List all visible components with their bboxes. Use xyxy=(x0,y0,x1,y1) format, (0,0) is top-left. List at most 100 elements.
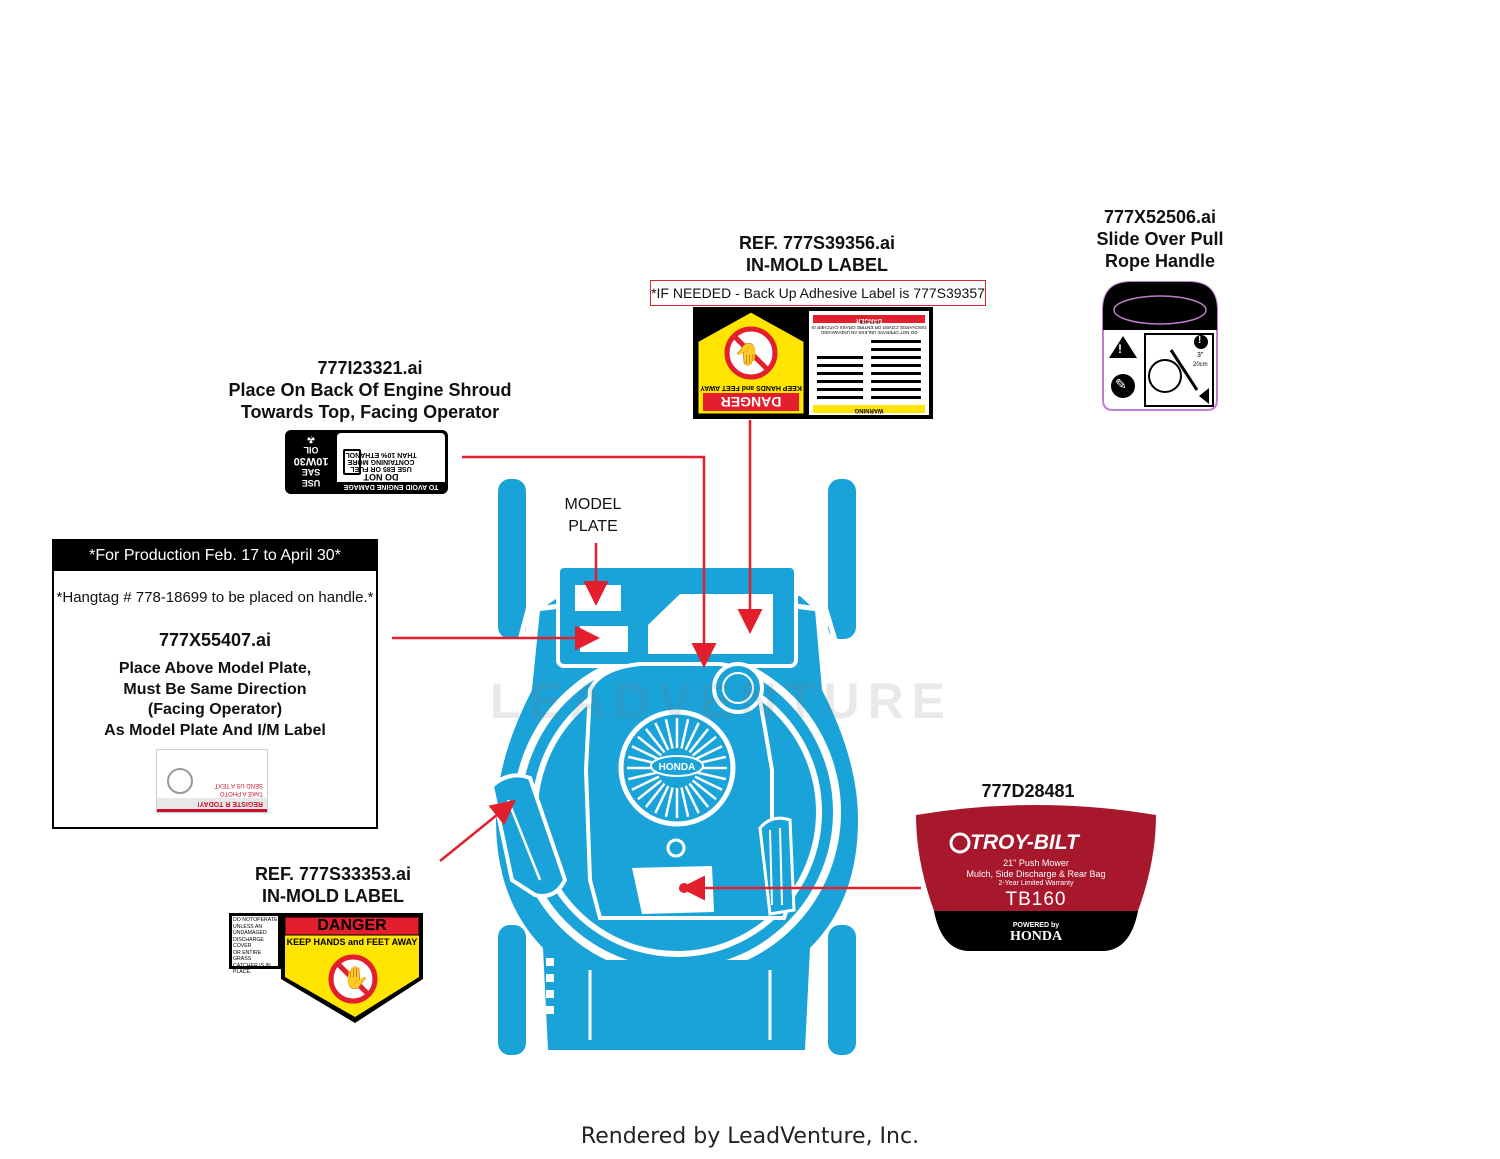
side-text-line: UNLESS AN xyxy=(233,923,263,930)
side-text-line: PLACE. xyxy=(233,969,252,975)
fan-rib xyxy=(684,785,700,814)
fan-rib xyxy=(694,745,723,761)
honda-badge xyxy=(650,755,704,777)
front-left-wheel xyxy=(498,925,526,1055)
shroud-label-line1: Place On Back Of Engine Shroud xyxy=(228,380,512,400)
fan-rib xyxy=(694,775,723,791)
oil-panel: USE SAE 10W30 OIL ☘ xyxy=(289,433,333,488)
backup-label-note: *IF NEEDED - Back Up Adhesive Label is 7… xyxy=(650,280,986,306)
fan-rib xyxy=(637,779,663,801)
manual-reader-icon: ✎ xyxy=(1115,376,1127,392)
troybilt-honda: HONDA xyxy=(1009,929,1063,944)
instruction-line3: (Facing Operator) xyxy=(147,701,283,718)
fuel-right-panel: TO AVOID ENGINE DAMAGE DO NOT USE E85 OR… xyxy=(337,433,445,491)
honda-badge-text: HONDA xyxy=(659,762,696,773)
front-vent-slots xyxy=(546,958,554,1014)
pull-rope-measure-b: 20cm xyxy=(1193,362,1208,368)
danger-bottom-side: DO NOTOPERATE UNLESS AN UNDAMAGED DISCHA… xyxy=(233,917,279,976)
side-text-line: DISCHARGE COVER xyxy=(233,936,264,950)
troybilt-hood-sticker: TROY-BILT 21" Push Mower Mulch, Side Dis… xyxy=(912,801,1160,955)
production-label-code: 777X55407.ai xyxy=(158,630,272,650)
fan-rib xyxy=(654,722,670,751)
fan-rib xyxy=(627,771,658,781)
danger-top-graphic xyxy=(693,307,933,419)
pull-rope-handle-sticker: ! ! ✎ 3" 20cm xyxy=(1101,280,1219,412)
troybilt-powered: POWERED by xyxy=(1012,922,1060,929)
production-instructions: Place Above Model Plate, Must Be Same Di… xyxy=(54,659,376,741)
front-skirt xyxy=(568,960,788,1048)
troybilt-line1: 21" Push Mower xyxy=(1003,858,1069,868)
fan-rib xyxy=(691,735,717,757)
hand-icon: ✋ xyxy=(733,342,761,367)
oil-use: USE xyxy=(301,478,321,488)
inmold-top-kind: IN-MOLD LABEL xyxy=(746,255,888,275)
shroud-label-code: 777I23321.ai xyxy=(317,358,423,378)
danger-top-operate: DO NOT OPERATE UNLESS AN UNDAMAGED DISCH… xyxy=(809,320,929,335)
rear-left-wheel xyxy=(498,479,526,639)
fuel-warning-sticker: TO AVOID ENGINE DAMAGE DO NOT USE E85 OR… xyxy=(285,430,448,494)
side-text-line: OR ENTIRE GRASS xyxy=(233,949,262,963)
arrow-shroud xyxy=(462,455,717,668)
troybilt-brand: TROY-BILT xyxy=(970,831,1079,854)
model-plate-line1: MODEL xyxy=(564,496,622,513)
fan-rib xyxy=(688,728,710,754)
oil-text: OIL xyxy=(303,445,319,455)
footer-credit: Rendered by LeadVenture, Inc. xyxy=(580,1124,920,1149)
fan-rib xyxy=(696,771,727,781)
pull-rope-measure-a: 3" xyxy=(1197,352,1204,359)
engine-fan-ribs xyxy=(627,718,727,818)
model-plate-line2: PLATE xyxy=(568,518,618,535)
mower-illustration: HONDA xyxy=(489,479,858,1055)
pull-rope-line2: Rope Handle xyxy=(1104,251,1215,271)
fan-rib xyxy=(691,779,717,801)
production-header: *For Production Feb. 17 to April 30* xyxy=(54,541,376,571)
danger-bottom-keep: KEEP HANDS and FEET AWAY xyxy=(286,937,418,947)
hangtag-note: *Hangtag # 778-18699 to be placed on han… xyxy=(56,589,374,606)
warning-triangle-icon: ! xyxy=(1118,342,1122,356)
rear-right-wheel xyxy=(828,479,856,639)
fan-rib xyxy=(654,785,670,814)
danger-top-title: DANGER xyxy=(720,394,782,410)
fan-rib xyxy=(637,735,663,757)
model-plate-slot xyxy=(575,585,621,611)
fan-rib xyxy=(688,782,710,808)
instruction-line1: Place Above Model Plate, xyxy=(118,660,312,677)
inmold-bottom-callout: REF. 777S33353.ai IN-MOLD LABEL xyxy=(218,863,448,907)
shroud-label-line2: Towards Top, Facing Operator xyxy=(240,402,500,422)
inmold-top-callout: REF. 777S39356.ai IN-MOLD LABEL xyxy=(700,232,934,276)
fan-rib xyxy=(631,775,660,791)
hood-label-slot xyxy=(632,866,714,914)
instruction-line4: As Model Plate And I/M Label xyxy=(104,721,326,739)
oil-sae: SAE xyxy=(301,467,321,477)
pull-rope-line1: Slide Over Pull xyxy=(1096,229,1224,249)
fan-rib xyxy=(644,782,666,808)
fuel-avoid-text: TO AVOID ENGINE DAMAGE xyxy=(337,482,445,491)
pull-rope-callout: 777X52506.ai Slide Over Pull Rope Handle xyxy=(1070,206,1250,272)
danger-bottom-title: DANGER xyxy=(317,917,387,934)
shroud-label-callout: 777I23321.ai Place On Back Of Engine Shr… xyxy=(200,357,540,423)
register-hangtag-sticker: REGISTE R TODAY! TAKE A PHOTO SEND US A … xyxy=(156,749,268,813)
pull-rope-code: 777X52506.ai xyxy=(1103,207,1217,227)
fuel-cap xyxy=(712,662,764,714)
inmold-top-ref: REF. 777S39356.ai xyxy=(738,233,896,253)
fan-rib xyxy=(631,745,660,761)
troybilt-shape xyxy=(916,805,1156,951)
hood-label-code: 777D28481 xyxy=(981,781,1075,801)
fan-rib xyxy=(664,718,674,749)
alert-circle-icon: ! xyxy=(1198,335,1202,346)
fan-rib xyxy=(680,718,690,749)
register-camera-icon xyxy=(167,768,193,794)
danger-top-operate-line2: COVER OR ENTIRE GRASS CATCHER IS IN PLAC… xyxy=(811,320,899,330)
pull-rope-graphic xyxy=(1102,281,1218,411)
hand-icon: ✋ xyxy=(342,965,370,990)
danger-inmold-label-bottom: DANGER KEEP HANDS and FEET AWAY DO NOTOP… xyxy=(229,913,423,1025)
arrow-inmold-bottom xyxy=(439,799,516,862)
production-note-box: *For Production Feb. 17 to April 30* *Ha… xyxy=(52,539,378,829)
side-text-line: UNDAMAGED xyxy=(233,930,267,936)
troybilt-model: TB160 xyxy=(1005,889,1067,910)
danger-bottom-graphic xyxy=(229,913,423,1023)
fan-rib xyxy=(680,787,690,818)
danger-inmold-label-top: DANGER KEEP HANDS and FEET AWAY WARNING … xyxy=(693,307,933,419)
fan-rib xyxy=(644,728,666,754)
fuel-pump-icon xyxy=(343,449,361,475)
